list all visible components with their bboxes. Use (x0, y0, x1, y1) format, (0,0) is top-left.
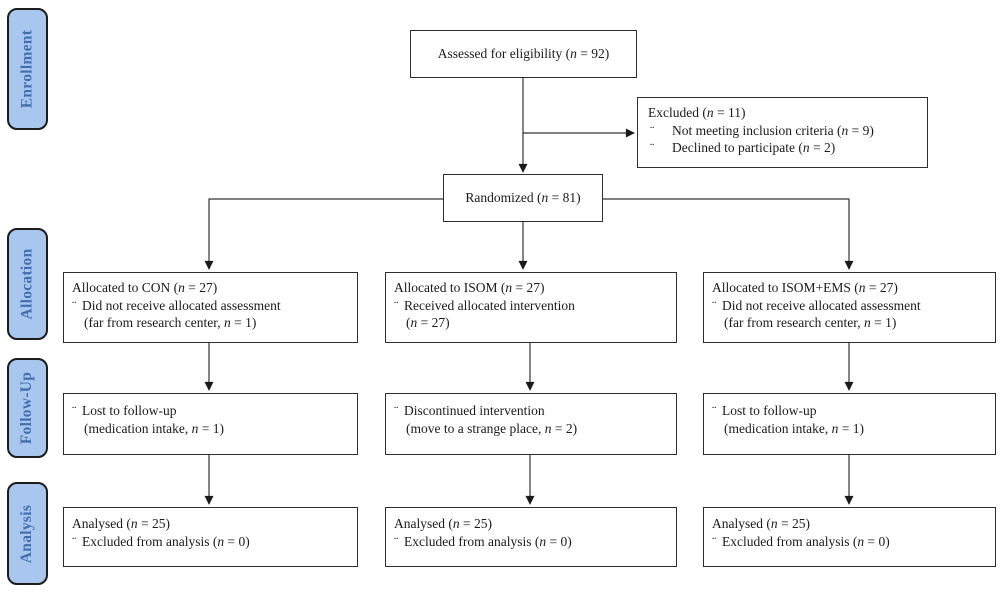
box-text-line: ¨ Received allocated intervention (394, 297, 668, 315)
box-text-line: ¨ Excluded from analysis (n = 0) (712, 533, 987, 551)
box-text: Did not receive allocated assessment (82, 297, 281, 313)
box-text: Lost to follow-up (82, 403, 177, 418)
bullet-marker: ¨ (72, 403, 77, 418)
box-text-line: Randomized (n = 81) (465, 189, 580, 207)
box-text-line: (move to a strange place, n = 2) (394, 420, 668, 438)
box-text: Declined to participate (n = 2) (672, 140, 836, 155)
box-text: Analysed (n = 25) (394, 516, 492, 531)
box-text: Assessed for eligibility (n = 92) (437, 46, 610, 62)
box-allocated-con: Allocated to CON (n = 27) ¨ Did not receiv… (63, 272, 358, 343)
box-text: Excluded from analysis (n = 0) (82, 533, 250, 549)
box-text: Allocated to CON (n = 27) (72, 280, 218, 295)
box-text-line: Analysed (n = 25) (72, 515, 349, 533)
box-text-line: ¨ Excluded from analysis (n = 0) (394, 533, 668, 551)
box-analysis-con: Analysed (n = 25) ¨ Excluded from analysis… (63, 507, 358, 567)
box-text: (move to a strange place, n = 2) (406, 420, 578, 436)
stage-label-follow-up: Follow-Up (7, 358, 48, 458)
box-text-line: Analysed (n = 25) (712, 515, 987, 533)
box-allocated-isom-ems: Allocated to ISOM+EMS (n = 27) ¨ Did not r… (703, 272, 996, 343)
box-text: Lost to follow-up (722, 403, 817, 418)
box-text: Randomized (n = 81) (465, 190, 581, 206)
stage-label-text: Enrollment (18, 29, 36, 109)
connector-randomized-alloc-con (204, 198, 443, 270)
bullet-marker: ¨ (394, 297, 399, 313)
connector-randomized-alloc-isom-ems (603, 198, 854, 270)
box-text-line: ¨ Excluded from analysis (n = 0) (72, 533, 349, 551)
box-followup-con: ¨ Lost to follow-up (medication intake, n … (63, 393, 358, 455)
box-text-line: ¨ Did not receive allocated assessment (72, 297, 349, 315)
box-text: Excluded from analysis (n = 0) (404, 533, 572, 549)
bullet-marker: ¨ (72, 533, 77, 549)
box-excluded: Excluded (n = 11) ¨ Not meeting inclusion … (637, 97, 928, 168)
bullet-marker: ¨ (650, 140, 655, 155)
box-text-line: Allocated to ISOM+EMS (n = 27) (712, 279, 987, 297)
box-text-line: Allocated to CON (n = 27) (72, 279, 349, 297)
stage-label-analysis: Analysis (7, 482, 48, 585)
bullet-marker: ¨ (394, 403, 399, 418)
box-analysis-isom-ems: Analysed (n = 25) ¨ Excluded from analysis… (703, 507, 996, 567)
bullet-marker: ¨ (712, 533, 717, 549)
box-text: Excluded from analysis (n = 0) (722, 533, 890, 549)
box-text-line: (n = 27) (394, 314, 668, 332)
box-text: Received allocated intervention (404, 297, 575, 313)
box-text-line: ¨ Lost to follow-up (72, 402, 349, 420)
box-text: Allocated to ISOM+EMS (n = 27) (712, 280, 898, 295)
box-randomized: Randomized (n = 81) (443, 174, 603, 222)
stage-label-enrollment: Enrollment (7, 8, 48, 130)
box-text: Excluded (n = 11) (648, 105, 746, 120)
box-text-line: ¨ Did not receive allocated assessment (712, 297, 987, 315)
box-text: Discontinued intervention (404, 403, 545, 418)
box-text-line: ¨ Declined to participate (n = 2) (648, 139, 919, 157)
box-text: Allocated to ISOM (n = 27) (394, 280, 545, 295)
bullet-marker: ¨ (712, 297, 717, 313)
box-text-line: (medication intake, n = 1) (72, 420, 349, 438)
box-text: Not meeting inclusion criteria (n = 9) (672, 122, 874, 138)
box-text: (medication intake, n = 1) (84, 420, 224, 436)
stage-label-allocation: Allocation (7, 228, 48, 340)
box-text-line: (medication intake, n = 1) (712, 420, 987, 438)
box-text: (far from research center, n = 1) (724, 315, 897, 330)
box-text: Analysed (n = 25) (72, 516, 170, 531)
box-text-line: Analysed (n = 25) (394, 515, 668, 533)
box-text-line: (far from research center, n = 1) (72, 314, 349, 332)
stage-label-text: Allocation (18, 248, 36, 320)
bullet-marker: ¨ (72, 297, 77, 313)
box-followup-isom: ¨ Discontinued intervention (move to a str… (385, 393, 677, 455)
stage-label-text: Analysis (18, 504, 36, 563)
box-text: (n = 27) (406, 315, 450, 330)
bullet-marker: ¨ (394, 533, 399, 549)
box-text: Did not receive allocated assessment (722, 297, 921, 313)
box-text: (far from research center, n = 1) (84, 315, 257, 330)
box-text-line: Assessed for eligibility (n = 92) (438, 45, 609, 63)
box-text: Analysed (n = 25) (712, 516, 810, 531)
box-allocated-isom: Allocated to ISOM (n = 27) ¨ Received allo… (385, 272, 677, 343)
box-text-line: (far from research center, n = 1) (712, 314, 987, 332)
box-text: (medication intake, n = 1) (724, 420, 864, 436)
box-text-line: Allocated to ISOM (n = 27) (394, 279, 668, 297)
box-text-line: Excluded (n = 11) (648, 104, 919, 122)
box-analysis-isom: Analysed (n = 25) ¨ Excluded from analysis… (385, 507, 677, 567)
bullet-marker: ¨ (712, 403, 717, 418)
box-text-line: ¨ Discontinued intervention (394, 402, 668, 420)
stage-label-text: Follow-Up (18, 371, 36, 445)
bullet-marker: ¨ (650, 122, 655, 138)
box-text-line: ¨ Not meeting inclusion criteria (n = 9) (648, 122, 919, 140)
box-text-line: ¨ Lost to follow-up (712, 402, 987, 420)
box-followup-isom-ems: ¨ Lost to follow-up (medication intake, n … (703, 393, 996, 455)
box-assessed-for-eligibility: Assessed for eligibility (n = 92) (410, 30, 637, 78)
